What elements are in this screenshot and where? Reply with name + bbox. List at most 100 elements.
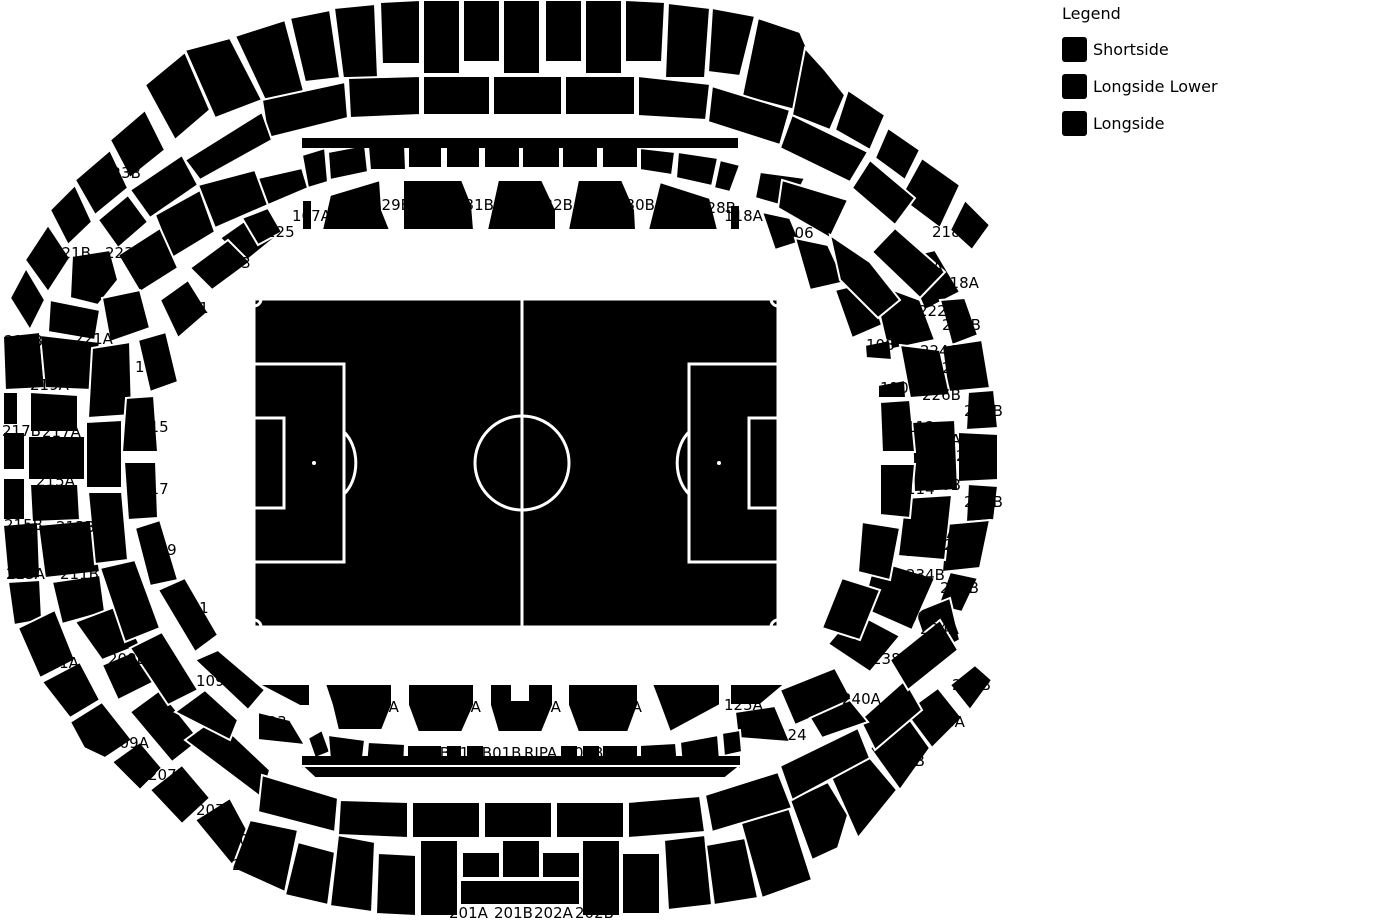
section[interactable] — [98, 558, 162, 644]
section[interactable] — [778, 113, 870, 184]
section[interactable] — [336, 798, 409, 840]
section[interactable] — [73, 148, 130, 217]
section[interactable] — [501, 839, 541, 879]
section[interactable] — [712, 158, 742, 194]
section[interactable] — [828, 232, 902, 320]
section[interactable] — [820, 576, 882, 642]
section[interactable] — [288, 8, 342, 84]
section[interactable] — [2, 431, 26, 471]
section[interactable] — [858, 678, 924, 752]
section[interactable] — [68, 248, 120, 307]
section[interactable] — [36, 518, 102, 580]
section[interactable] — [733, 704, 792, 744]
section[interactable] — [445, 145, 481, 169]
section[interactable] — [257, 710, 307, 747]
section[interactable] — [411, 801, 481, 839]
section[interactable] — [256, 166, 310, 207]
section[interactable] — [879, 463, 917, 520]
section[interactable] — [407, 683, 475, 733]
section[interactable] — [873, 126, 922, 182]
section[interactable] — [964, 482, 1000, 524]
section[interactable] — [100, 288, 152, 344]
section[interactable] — [323, 683, 393, 731]
section[interactable] — [544, 0, 583, 63]
section[interactable] — [120, 394, 160, 453]
section[interactable] — [230, 818, 300, 894]
section[interactable] — [778, 726, 872, 802]
section[interactable] — [183, 110, 274, 182]
section[interactable] — [850, 158, 917, 227]
legend-item-longside[interactable]: Longside — [1062, 110, 1218, 137]
section[interactable] — [833, 88, 887, 152]
section[interactable] — [878, 398, 917, 453]
section[interactable] — [483, 801, 553, 839]
section[interactable] — [85, 418, 123, 489]
section[interactable] — [674, 150, 720, 188]
section[interactable] — [374, 851, 417, 918]
section[interactable] — [122, 461, 160, 522]
section[interactable] — [188, 238, 252, 292]
section[interactable] — [173, 688, 240, 742]
section[interactable] — [601, 145, 639, 169]
section[interactable] — [299, 765, 743, 779]
section[interactable] — [302, 138, 738, 148]
section[interactable] — [646, 180, 720, 231]
section[interactable] — [320, 178, 392, 231]
section[interactable] — [86, 491, 130, 566]
section[interactable] — [957, 430, 999, 484]
section[interactable] — [419, 839, 459, 917]
section[interactable] — [1, 520, 42, 582]
section[interactable] — [326, 143, 370, 182]
section[interactable] — [148, 763, 212, 826]
section[interactable] — [964, 388, 1000, 432]
section[interactable] — [300, 146, 330, 190]
section[interactable] — [402, 179, 476, 231]
section[interactable] — [564, 75, 636, 116]
section[interactable] — [541, 851, 581, 879]
section[interactable] — [898, 156, 962, 230]
section[interactable] — [108, 108, 167, 180]
section[interactable] — [877, 378, 908, 399]
section[interactable] — [48, 183, 94, 247]
section[interactable] — [257, 683, 311, 707]
section[interactable] — [624, 0, 667, 63]
section[interactable] — [704, 836, 760, 907]
section[interactable] — [662, 833, 714, 912]
section[interactable] — [28, 483, 82, 524]
section[interactable] — [143, 50, 212, 142]
section[interactable] — [68, 700, 134, 760]
section[interactable] — [561, 145, 599, 169]
section[interactable] — [346, 74, 421, 120]
section[interactable] — [332, 2, 380, 79]
section[interactable] — [706, 84, 792, 147]
section[interactable] — [158, 278, 210, 340]
legend-item-shortside[interactable]: Shortside — [1062, 36, 1218, 63]
section[interactable] — [584, 0, 623, 75]
section[interactable] — [567, 683, 639, 733]
section[interactable] — [863, 338, 894, 362]
section[interactable] — [898, 343, 952, 400]
section[interactable] — [729, 683, 788, 706]
section[interactable] — [521, 145, 561, 169]
section[interactable] — [492, 75, 563, 116]
section[interactable] — [40, 660, 102, 720]
section[interactable] — [581, 839, 621, 917]
section[interactable] — [422, 75, 491, 116]
section[interactable] — [483, 145, 521, 169]
section[interactable] — [621, 852, 661, 915]
section[interactable] — [133, 518, 180, 588]
section[interactable] — [110, 740, 164, 792]
section[interactable] — [639, 146, 677, 177]
section[interactable] — [301, 199, 313, 231]
section[interactable] — [790, 45, 847, 132]
section[interactable] — [2, 477, 26, 521]
section[interactable] — [328, 833, 377, 914]
legend-item-longside-lower[interactable]: Longside Lower — [1062, 73, 1218, 100]
section[interactable] — [729, 204, 741, 231]
section[interactable] — [461, 851, 501, 879]
section[interactable] — [2, 391, 19, 426]
section[interactable] — [566, 179, 638, 231]
section[interactable] — [938, 296, 980, 347]
section[interactable] — [903, 686, 964, 750]
section[interactable] — [378, 0, 421, 65]
